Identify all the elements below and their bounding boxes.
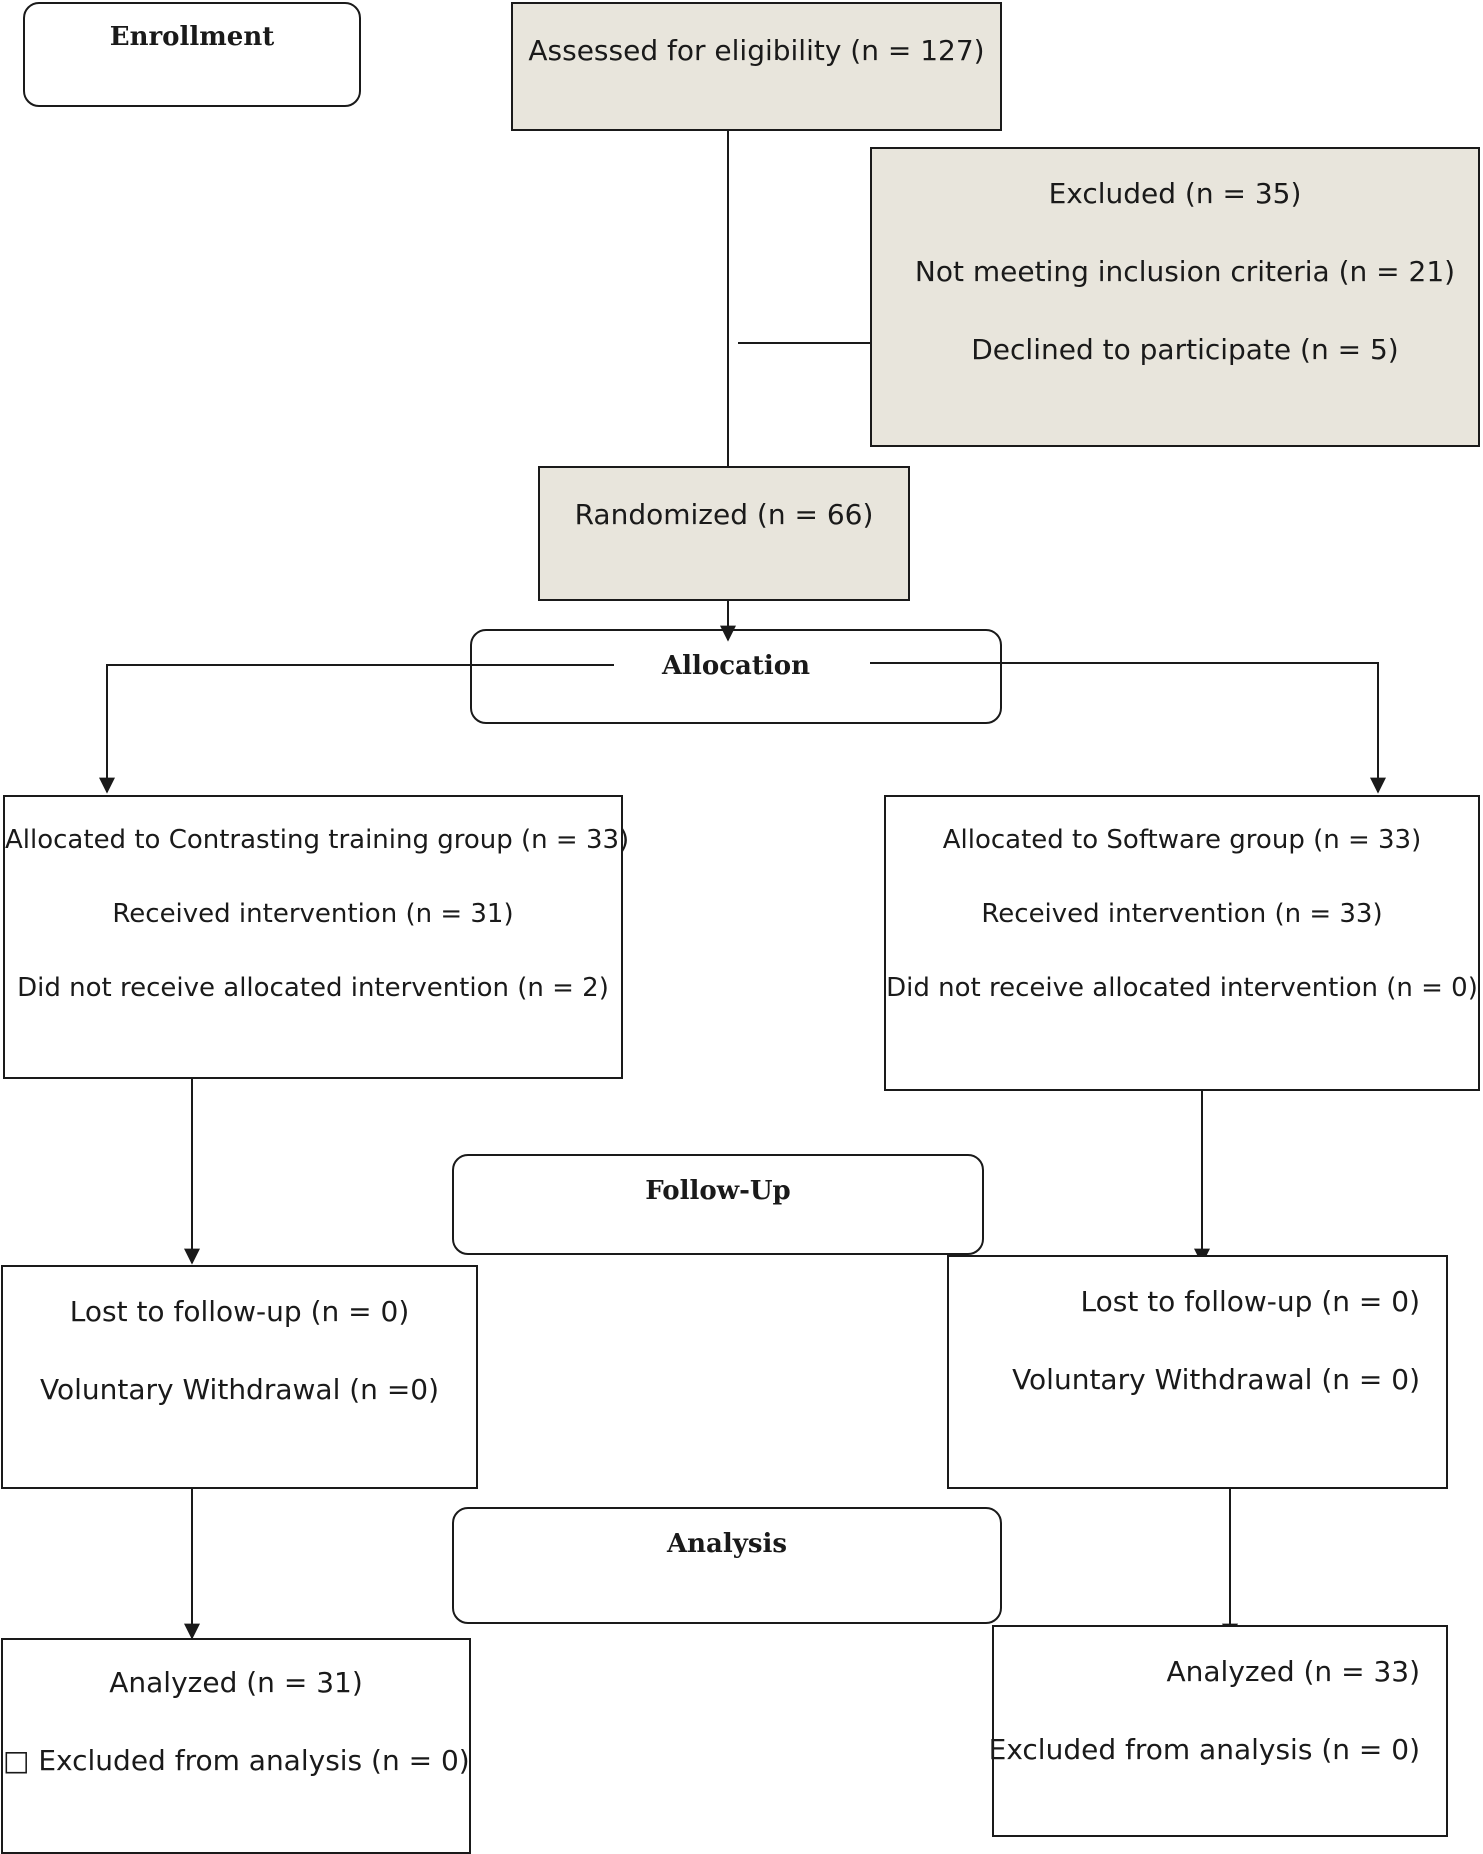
stage-label-enrollment: Enrollment [23,2,361,107]
excluded-box: Excluded (n = 35) Not meeting inclusion … [870,147,1480,447]
contrasting-not-received-text: Did not receive allocated intervention (… [17,973,609,1003]
stage-allocation-text: Allocation [622,651,850,681]
analysis-left-box: Analyzed (n = 31) □ Excluded from analys… [1,1638,471,1854]
stage-label-analysis: Analysis [452,1507,1002,1624]
contrasting-received-text: Received intervention (n = 31) [112,899,514,929]
excluded-declined: Declined to participate (n = 5) [971,333,1399,366]
arrow-allocation-right [870,662,1386,794]
software-not-received-text: Did not receive allocated intervention (… [886,973,1478,1003]
allocated-software-text: Allocated to Software group (n = 33) [942,825,1422,855]
right-withdrawal-text: Voluntary Withdrawal (n = 0) [1012,1363,1420,1396]
stage-follow-up-text: Follow-Up [645,1176,791,1206]
excluded-not-meeting: Not meeting inclusion criteria (n = 21) [914,255,1456,288]
right-analyzed-text: Analyzed (n = 33) [1166,1655,1421,1688]
stage-enrollment-text: Enrollment [109,22,275,52]
stage-label-allocation: Allocation [470,629,1002,724]
left-analyzed-text: Analyzed (n = 31) [109,1666,363,1699]
follow-up-left-box: Lost to follow-up (n = 0) Voluntary With… [1,1265,478,1489]
allocated-software-box: Allocated to Software group (n = 33) Rec… [884,795,1480,1091]
analysis-right-box: Analyzed (n = 33) Excluded from analysis… [988,1625,1448,1837]
left-lost-text: Lost to follow-up (n = 0) [69,1295,410,1328]
randomized-text: Randomized (n = 66) [574,498,874,531]
follow-up-right-box: Lost to follow-up (n = 0) Voluntary With… [947,1255,1448,1489]
stage-analysis-text: Analysis [666,1529,788,1559]
left-withdrawal-text: Voluntary Withdrawal (n =0) [39,1373,440,1406]
excluded-title: Excluded (n = 35) [1048,177,1302,210]
allocated-contrasting-box: Allocated to Contrasting training group … [3,795,630,1079]
right-lost-text: Lost to follow-up (n = 0) [1080,1285,1421,1318]
randomized-box: Randomized (n = 66) [538,466,910,601]
software-received-text: Received intervention (n = 33) [981,899,1383,929]
right-excluded-analysis-text: Excluded from analysis (n = 0) [988,1733,1420,1766]
assessed-box: Assessed for eligibility (n = 127) [511,2,1002,131]
arrow-allocation-left [99,664,614,794]
allocated-contrasting-text: Allocated to Contrasting training group … [5,825,630,855]
assessed-text: Assessed for eligibility (n = 127) [528,34,985,67]
stage-label-follow-up: Follow-Up [452,1154,984,1255]
left-excluded-analysis-text: □ Excluded from analysis (n = 0) [3,1744,470,1777]
